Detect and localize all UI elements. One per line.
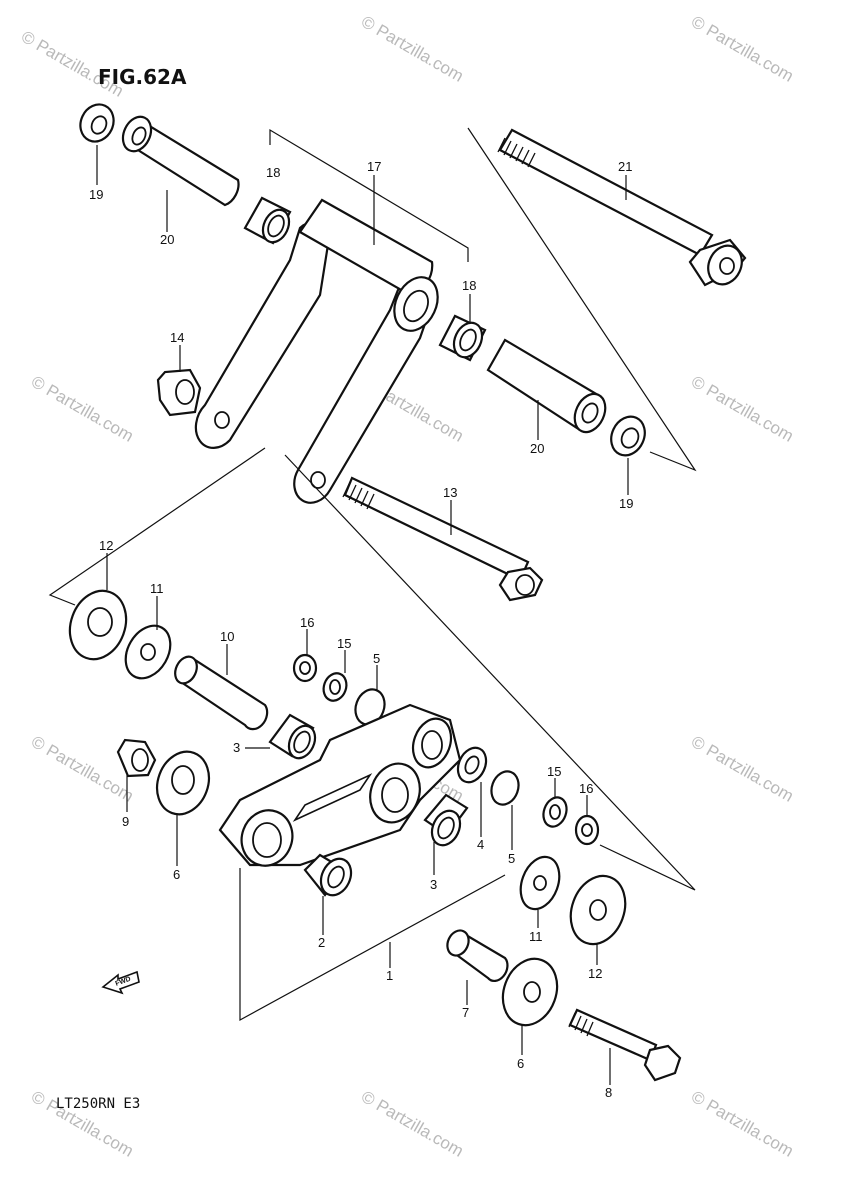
callout-11: 11 — [150, 581, 164, 596]
callout-3: 3 — [233, 740, 240, 755]
callout-15: 15 — [337, 636, 351, 651]
model-code: LT250RN E3 — [56, 1096, 140, 1112]
cushion-lever-1 — [218, 703, 462, 867]
watermark: © Partzilla.com — [18, 27, 127, 101]
circlip-5-right — [490, 770, 520, 806]
watermark: © Partzilla.com — [688, 732, 797, 806]
callout-9: 9 — [122, 814, 129, 829]
watermark: © Partzilla.com — [688, 372, 797, 446]
callout-19: 19 — [89, 187, 103, 202]
callout-13: 13 — [443, 485, 457, 500]
bearing-2 — [303, 853, 353, 897]
callout-19: 19 — [619, 496, 633, 511]
shim-11-left — [124, 624, 172, 680]
lever-frame — [239, 868, 506, 1022]
cushion-rod-17 — [194, 198, 439, 504]
watermark: © Partzilla.com — [28, 732, 137, 806]
washer-6-right — [501, 957, 559, 1027]
lower-bracket-frame — [48, 447, 266, 606]
callouts: 19 20 18 17 21 18 14 20 19 13 12 11 10 1… — [89, 159, 633, 1100]
callout-5: 5 — [373, 651, 380, 666]
bolt-13 — [342, 476, 544, 602]
bolt-8 — [568, 1008, 682, 1082]
callout-10: 10 — [220, 629, 234, 644]
callout-11: 11 — [529, 929, 543, 944]
spacer-7 — [446, 929, 509, 983]
watermarks: © Partzilla.com © Partzilla.com © Partzi… — [18, 12, 797, 1161]
callout-4: 4 — [477, 837, 484, 852]
watermark: © Partzilla.com — [28, 372, 137, 446]
callout-8: 8 — [605, 1085, 612, 1100]
callout-18: 18 — [266, 165, 280, 180]
callout-5: 5 — [508, 851, 515, 866]
leader-lines — [96, 145, 629, 1085]
callout-17: 17 — [367, 159, 381, 174]
callout-6: 6 — [517, 1056, 524, 1071]
figure-title: FIG.62A — [98, 65, 187, 89]
seal-16-right — [574, 814, 600, 846]
dust-seal-19-top — [79, 103, 115, 143]
spacer-20-top — [121, 115, 240, 207]
bearing-18-right — [438, 314, 487, 362]
spacer-10 — [174, 655, 269, 731]
callout-21: 21 — [618, 159, 632, 174]
callout-20: 20 — [160, 232, 174, 247]
watermark: © Partzilla.com — [358, 12, 467, 86]
bearing-18-top — [243, 196, 292, 245]
callout-7: 7 — [462, 1005, 469, 1020]
o-ring-15-right — [542, 796, 568, 828]
bearing-3-lower — [423, 793, 469, 847]
callout-14: 14 — [170, 330, 184, 345]
callout-12: 12 — [588, 966, 602, 981]
right-bolt-frame — [467, 127, 697, 472]
watermark: © Partzilla.com — [688, 12, 797, 86]
callout-18: 18 — [462, 278, 476, 293]
bearing-4 — [456, 746, 488, 784]
callout-12: 12 — [99, 538, 113, 553]
dust-seal-19-right — [610, 415, 646, 457]
spacer-20-right — [486, 338, 607, 434]
callout-16: 16 — [579, 781, 593, 796]
watermark: © Partzilla.com — [358, 1087, 467, 1161]
o-ring-15-left — [322, 672, 348, 702]
callout-6: 6 — [173, 867, 180, 882]
bolt-13-frame — [284, 454, 696, 891]
washer-12-right — [569, 874, 627, 946]
callout-3: 3 — [430, 877, 437, 892]
seal-16-left — [292, 653, 318, 683]
collar-9 — [116, 738, 157, 778]
callout-20: 20 — [530, 441, 544, 456]
upper-bracket-frame — [269, 128, 469, 262]
callout-15: 15 — [547, 764, 561, 779]
nut-14 — [156, 368, 202, 417]
washer-6-left — [155, 750, 211, 816]
callout-1: 1 — [386, 968, 393, 983]
bolt-21 — [497, 128, 747, 287]
bearing-3-upper — [268, 713, 317, 760]
watermark: © Partzilla.com — [688, 1087, 797, 1161]
shim-11-right — [519, 855, 561, 911]
callout-2: 2 — [318, 935, 325, 950]
fwd-arrow-icon: FWD — [101, 970, 140, 995]
callout-16: 16 — [300, 615, 314, 630]
washer-12-left — [68, 589, 128, 661]
circlip-5-top — [354, 688, 386, 726]
